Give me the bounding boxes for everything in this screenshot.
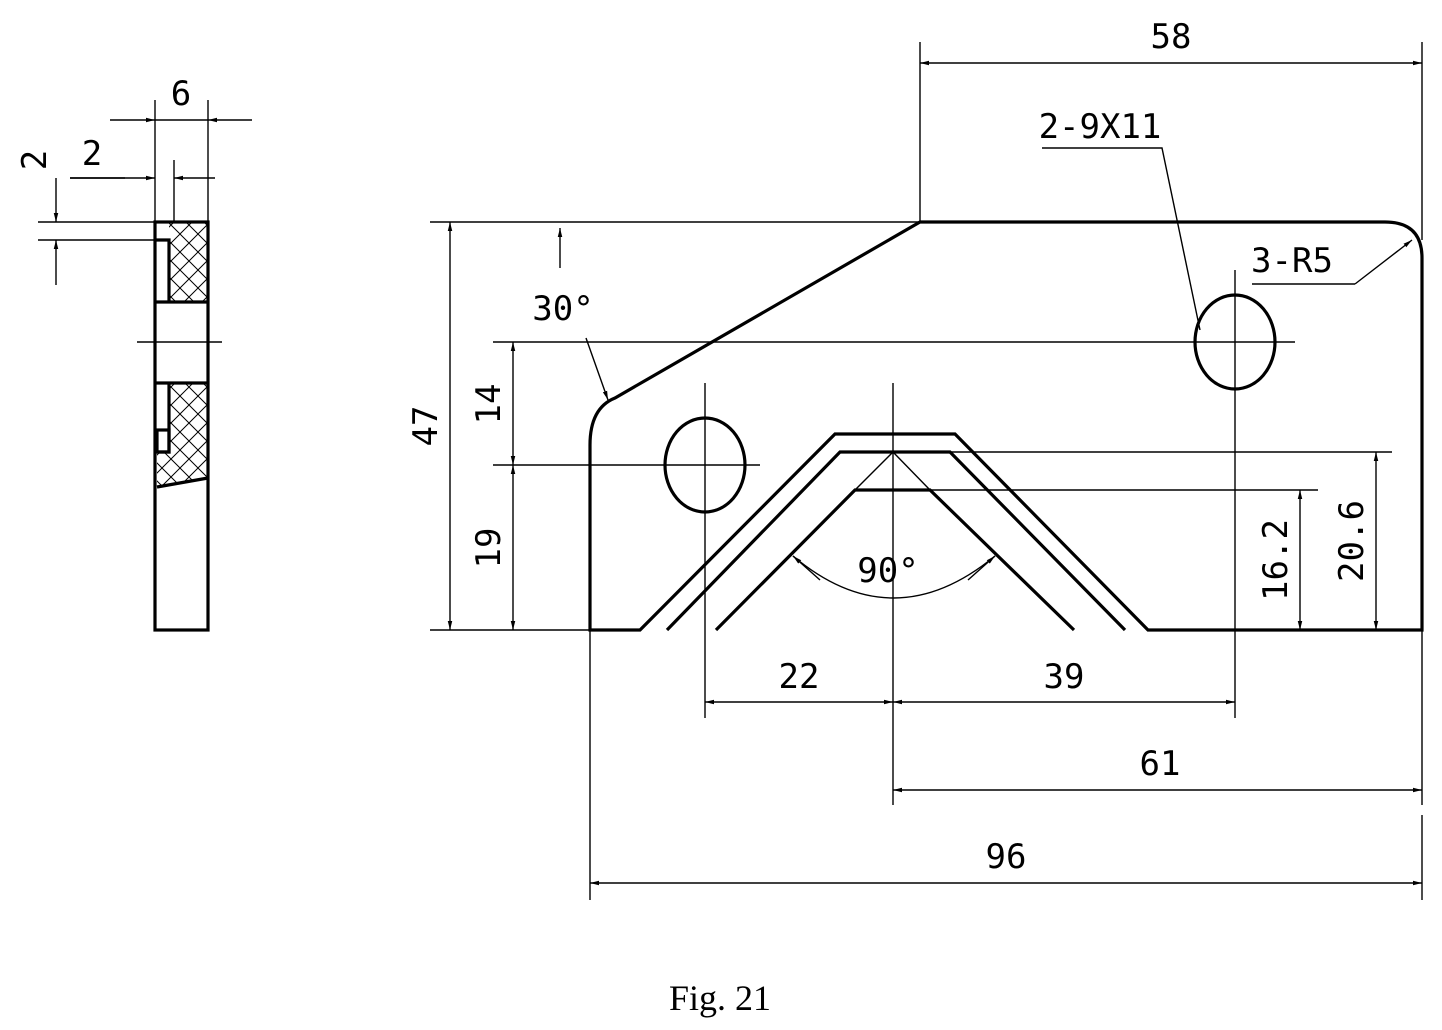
dim-22: 22 <box>779 657 820 697</box>
side-outline <box>153 220 210 632</box>
side-dim-6: 6 <box>171 74 191 114</box>
front-outline <box>588 220 1424 632</box>
side-chamfer-line <box>156 476 209 489</box>
dim-90-degree: 90° <box>857 551 918 591</box>
side-section-hatch-lower <box>157 383 208 487</box>
groove-middle-line <box>665 450 1127 632</box>
dim-16-2: 16.2 <box>1256 519 1296 601</box>
dim-radii-label: 3-R5 <box>1251 241 1333 281</box>
dim-47: 47 <box>406 406 446 447</box>
side-step-lower <box>157 383 171 454</box>
dim-14: 14 <box>469 384 509 425</box>
side-section-hatch-upper <box>169 222 208 302</box>
front-view: 58 2-9X11 3-R5 30° 47 14 19 90° <box>406 17 1424 900</box>
side-view: 6 2 2 <box>15 74 252 632</box>
dim-30-degree: 30° <box>532 289 593 329</box>
dim-61: 61 <box>1140 744 1181 784</box>
dim-39: 39 <box>1044 657 1085 697</box>
dim-19: 19 <box>469 528 509 569</box>
side-step-upper <box>155 238 171 302</box>
figure-caption: Fig. 21 <box>669 978 771 1018</box>
dim-96: 96 <box>986 837 1027 877</box>
side-dim-2-vertical: 2 <box>15 150 55 170</box>
dim-slots-label: 2-9X11 <box>1039 107 1162 147</box>
dim-20-6: 20.6 <box>1332 500 1372 582</box>
side-dim-2-horizontal: 2 <box>82 134 102 174</box>
dim-58: 58 <box>1151 17 1192 57</box>
